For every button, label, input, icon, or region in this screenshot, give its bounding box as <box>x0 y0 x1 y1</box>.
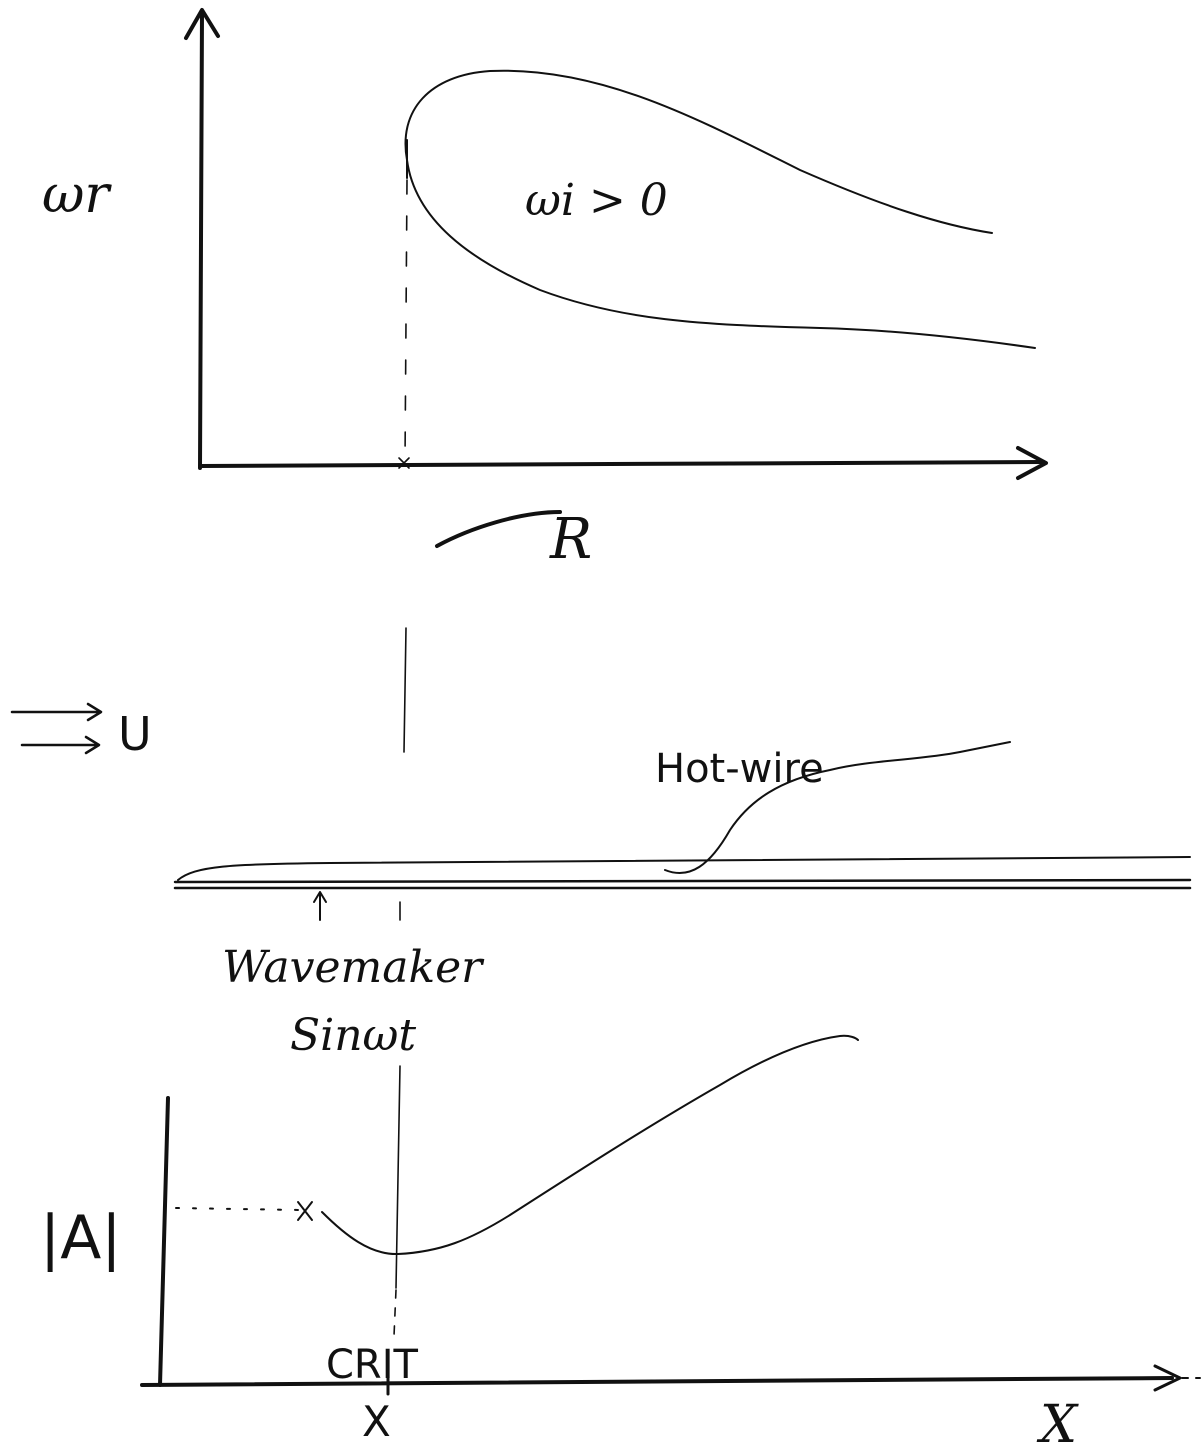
initial-amplitude-dotted-line <box>175 1207 301 1211</box>
hotwire-label: Hot-wire <box>655 746 824 792</box>
critical-line-middle <box>403 627 407 753</box>
critical-tick-mark <box>398 457 410 469</box>
critical-dashed-line <box>404 179 408 463</box>
amplitude-x-axis-arrowhead <box>1153 1364 1182 1392</box>
amplitude-curve <box>321 1034 859 1256</box>
amplitude-x-axis <box>140 1376 1174 1387</box>
neutral-curve-upper-branch <box>404 69 993 234</box>
top-x-axis-arrowhead <box>1016 446 1048 480</box>
unstable-region-label: ωi > 0 <box>525 175 668 226</box>
top-x-axis-label: R <box>549 507 592 572</box>
wavemaker-pointer <box>313 891 327 921</box>
hotwire-probe-cable <box>664 741 1011 875</box>
r-label-stroke <box>435 510 562 548</box>
amplitude-plot: |A| CRIT X X <box>40 1034 1201 1450</box>
critical-line-bottom-dashed <box>393 1289 397 1337</box>
wavemaker-label: Wavemaker <box>222 942 485 993</box>
freestream-arrow-upper <box>10 702 103 722</box>
forcing-label: Sinωt <box>290 1010 416 1061</box>
top-y-axis-arrowhead <box>184 8 220 40</box>
flat-plate-top-edge <box>177 856 1191 881</box>
initial-amplitude-marker <box>297 1201 313 1221</box>
amplitude-x-axis-label: X <box>1036 1395 1079 1450</box>
flat-plate-setup: U Wavemaker Sinωt Hot-wire <box>10 627 1192 1061</box>
amplitude-y-axis <box>158 1096 170 1387</box>
critical-label: CRIT <box>326 1342 419 1388</box>
amplitude-y-axis-label: |A| <box>40 1203 121 1273</box>
top-y-axis-label: ωr <box>42 165 112 225</box>
freestream-velocity-label: U <box>118 707 152 761</box>
freestream-arrow-lower <box>20 735 101 755</box>
top-y-axis <box>198 10 204 470</box>
top-x-axis <box>198 460 1044 468</box>
top-stability-plot: ωr ωi > 0 R <box>42 8 1048 572</box>
critical-position-label: X <box>362 1397 391 1446</box>
critical-line-bottom <box>395 1065 401 1289</box>
flat-plate-surface <box>173 878 1192 884</box>
neutral-curve-lower-branch <box>406 159 1036 349</box>
